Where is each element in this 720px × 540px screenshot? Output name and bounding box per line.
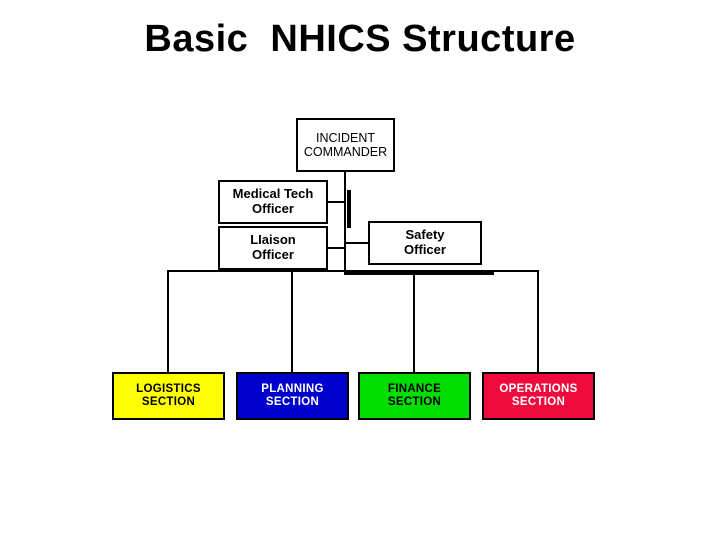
node-medical-tech-officer-line-2: Officer [252, 201, 294, 216]
node-medical-tech-officer[interactable]: Medical Tech Officer [218, 180, 328, 224]
node-liaison-officer[interactable]: LIaison Officer [218, 226, 328, 270]
node-liaison-officer-line-1: LIaison [250, 232, 296, 248]
node-safety-officer-line-1: Safety [405, 227, 445, 243]
node-safety-officer[interactable]: Safety Officer [368, 221, 482, 265]
connector-drop-operations-section [537, 270, 539, 373]
connector-trunk-main [344, 172, 346, 272]
connector-stub-safety-officer [344, 242, 370, 244]
node-planning-section[interactable]: PLANNING SECTION [236, 372, 349, 420]
node-safety-officer-line-2: Officer [404, 242, 446, 257]
node-incident-commander-line-2: COMMANDER [303, 145, 388, 159]
node-medical-tech-officer-line-1: Medical Tech [232, 186, 314, 202]
connector-stub-medical-tech-officer [328, 201, 346, 203]
connector-section-bus-accent [344, 272, 494, 275]
node-operations-section-line-1: OPERATIONS [499, 383, 578, 396]
node-logistics-section[interactable]: LOGISTICS SECTION [112, 372, 225, 420]
connector-drop-planning-section [291, 270, 293, 373]
node-finance-section-line-2: SECTION [387, 396, 442, 408]
page-title: Basic NHICS Structure [144, 18, 576, 60]
connector-stub-liaison-officer [328, 247, 346, 249]
node-incident-commander[interactable]: INCIDENT COMMANDER [296, 118, 395, 172]
node-logistics-section-line-2: SECTION [141, 396, 196, 408]
connector-drop-logistics-section [167, 270, 169, 373]
node-finance-section[interactable]: FINANCE SECTION [358, 372, 471, 420]
node-finance-section-line-1: FINANCE [387, 383, 442, 396]
connector-drop-finance-section [413, 270, 415, 373]
node-planning-section-line-1: PLANNING [261, 383, 324, 396]
node-planning-section-line-2: SECTION [265, 396, 320, 408]
node-incident-commander-line-1: INCIDENT [315, 131, 376, 145]
node-operations-section-line-2: SECTION [511, 396, 566, 408]
node-liaison-officer-line-2: Officer [252, 247, 294, 262]
node-logistics-section-line-1: LOGISTICS [136, 383, 201, 396]
connector-section-bus [167, 270, 539, 272]
connector-trunk-accent [347, 190, 351, 228]
node-operations-section[interactable]: OPERATIONS SECTION [482, 372, 595, 420]
